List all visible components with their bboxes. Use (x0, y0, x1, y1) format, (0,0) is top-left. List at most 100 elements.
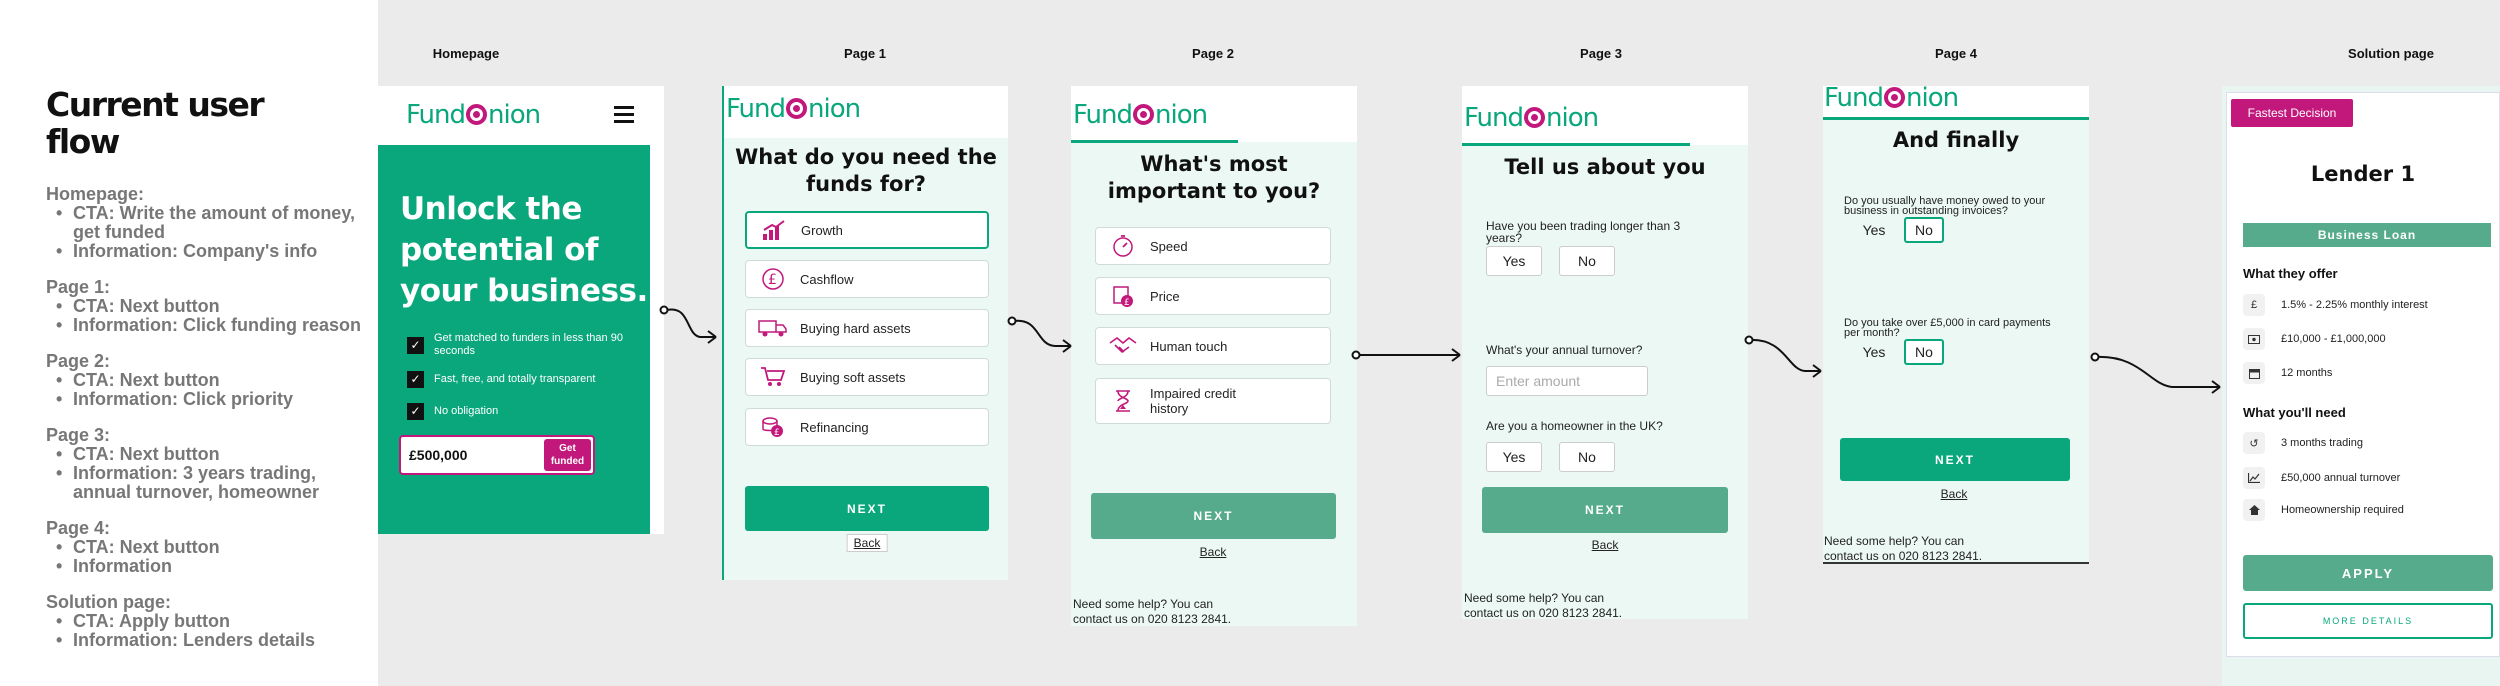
home-icon (2243, 499, 2265, 521)
yes-button[interactable]: Yes (1486, 246, 1542, 276)
more-details-button[interactable]: MORE DETAILS (2243, 603, 2493, 639)
flow-bullet: CTA: Write the amount of money, get fund… (56, 204, 376, 242)
flow-section-heading: Page 1: (46, 277, 111, 297)
svg-text:£: £ (1124, 298, 1130, 308)
arrow-head (1812, 364, 1822, 378)
arrow-page4-to-solution (2095, 355, 2220, 388)
flow-section-heading: Page 3: (46, 425, 111, 445)
check-icon: ✓ (407, 403, 424, 420)
flow-section: Homepage:CTA: Write the amount of money,… (46, 184, 376, 262)
arrow-page3-to-page4 (1748, 338, 1821, 372)
label-page4: Page 4 (1935, 46, 1977, 61)
next-button[interactable]: NEXT (1091, 493, 1336, 539)
label-page3: Page 3 (1580, 46, 1622, 61)
label-page1: Page 1 (844, 46, 886, 61)
flow-bullet: CTA: Next button (56, 445, 376, 465)
label-homepage: Homepage (432, 46, 500, 61)
arrow-head (2211, 380, 2221, 394)
no-button[interactable]: No (1559, 246, 1615, 276)
arrow-head (1062, 339, 1072, 353)
history-icon: ↺ (2243, 432, 2265, 454)
back-link[interactable]: Back (1591, 538, 1619, 552)
fastest-decision-badge: Fastest Decision (2231, 99, 2353, 127)
calendar-icon (2243, 362, 2265, 384)
onion-icon (1133, 104, 1154, 125)
arrow-home-to-page1 (666, 308, 716, 338)
flow-section: Page 1:CTA: Next buttonInformation: Clic… (46, 277, 376, 336)
option-cashflow[interactable]: £Cashflow (745, 260, 989, 298)
page2-header (1071, 86, 1357, 142)
option-human-touch[interactable]: Human touch (1095, 327, 1331, 365)
yes-button[interactable]: Yes (1862, 222, 1886, 238)
arrow-page1-to-page2 (1013, 319, 1071, 347)
need-trading: ↺3 months trading (2243, 432, 2363, 454)
feature-1: ✓Get matched to funders in less than 90 … (407, 332, 637, 358)
check-icon: ✓ (407, 371, 424, 388)
shopping-cart-icon (756, 366, 790, 388)
flow-bullet: CTA: Next button (56, 538, 376, 558)
back-link[interactable]: Back (846, 534, 888, 552)
flow-bullet: CTA: Next button (56, 297, 376, 317)
page4-header (1823, 86, 2089, 118)
back-link[interactable]: Back (1199, 545, 1227, 559)
flow-section: Page 3:CTA: Next buttonInformation: 3 ye… (46, 426, 376, 502)
yes-button[interactable]: Yes (1486, 442, 1542, 472)
label-solution: Solution page (2348, 46, 2434, 61)
option-soft-assets[interactable]: Buying soft assets (745, 358, 989, 396)
flow-section-heading: Page 2: (46, 351, 111, 371)
page3-header (1462, 86, 1748, 145)
back-link[interactable]: Back (1940, 487, 1968, 501)
option-price[interactable]: £Price (1095, 277, 1331, 315)
option-speed[interactable]: Speed (1095, 227, 1331, 265)
no-button[interactable]: No (1904, 339, 1944, 365)
turnover-input[interactable]: Enter amount (1486, 366, 1648, 396)
option-hard-assets[interactable]: Buying hard assets (745, 309, 989, 347)
offer-heading: What they offer (2243, 266, 2338, 281)
option-growth[interactable]: Growth (745, 211, 989, 249)
notes-panel: Current user flow Homepage:CTA: Write th… (0, 0, 378, 686)
apply-button[interactable]: APPLY (2243, 555, 2493, 591)
next-button[interactable]: NEXT (1840, 438, 2070, 481)
option-refinancing[interactable]: £Refinancing (745, 408, 989, 446)
arrow-head (1451, 348, 1461, 362)
flow-section-heading: Solution page: (46, 592, 171, 612)
q-card-payments: Do you take over £5,000 in card payments… (1844, 317, 2051, 339)
onion-icon (1524, 107, 1545, 128)
flow-section-heading: Homepage: (46, 184, 145, 204)
svg-text:£: £ (768, 272, 777, 288)
progress-bar (1823, 117, 2089, 120)
arrow-start-dot (1351, 350, 1361, 360)
hamburger-icon[interactable] (614, 106, 634, 123)
q-homeowner: Are you a homeowner in the UK? (1486, 419, 1663, 433)
svg-text:£: £ (774, 428, 780, 438)
check-icon: ✓ (407, 336, 424, 354)
arrow-start-dot (2090, 352, 2100, 362)
need-turnover: £50,000 annual turnover (2243, 467, 2400, 489)
banknote-icon (2243, 328, 2265, 350)
next-button[interactable]: NEXT (745, 486, 989, 531)
flow-section: Page 4:CTA: Next buttonInformation (46, 519, 376, 577)
flow-section: Solution page:CTA: Apply buttonInformati… (46, 592, 376, 651)
progress-bar (1071, 140, 1238, 143)
next-button[interactable]: NEXT (1482, 487, 1728, 533)
no-button[interactable]: No (1904, 217, 1944, 243)
yes-button[interactable]: Yes (1862, 344, 1886, 360)
no-button[interactable]: No (1559, 442, 1615, 472)
